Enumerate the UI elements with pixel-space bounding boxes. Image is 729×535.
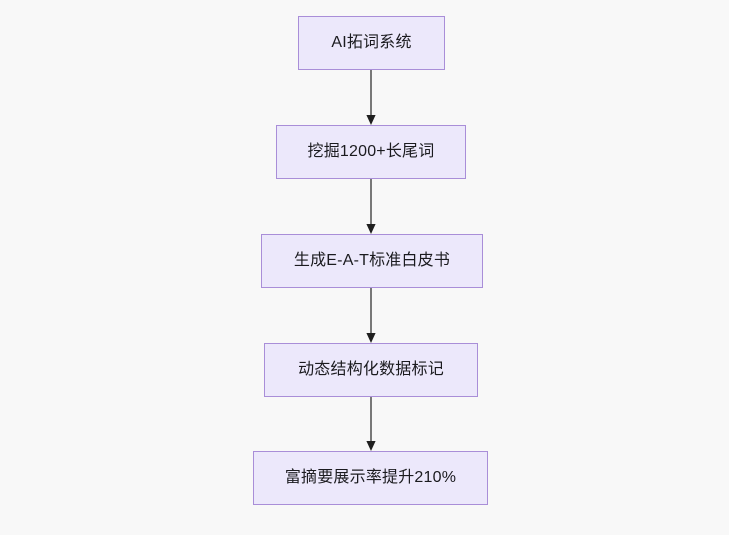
node-label: AI拓词系统 xyxy=(331,34,412,51)
node-label: 富摘要展示率提升210% xyxy=(284,469,457,486)
flowchart-node-mine-longtail-keywords[interactable]: 挖掘1200+长尾词 xyxy=(276,125,466,179)
flowchart-edge-4-to-5 xyxy=(365,397,377,451)
node-label: 挖掘1200+长尾词 xyxy=(307,143,435,160)
node-label: 生成E-A-T标准白皮书 xyxy=(293,252,451,269)
node-label: 动态结构化数据标记 xyxy=(298,361,444,378)
flowchart-edge-2-to-3 xyxy=(365,179,377,234)
flowchart-edge-3-to-4 xyxy=(365,288,377,343)
flowchart-edge-1-to-2 xyxy=(365,70,377,125)
flowchart-node-ai-keyword-system[interactable]: AI拓词系统 xyxy=(298,16,445,70)
flowchart-node-generate-eat-whitepaper[interactable]: 生成E-A-T标准白皮书 xyxy=(261,234,483,288)
flowchart-node-dynamic-structured-data-markup[interactable]: 动态结构化数据标记 xyxy=(264,343,478,397)
flowchart-node-rich-snippet-impression-lift[interactable]: 富摘要展示率提升210% xyxy=(253,451,488,505)
